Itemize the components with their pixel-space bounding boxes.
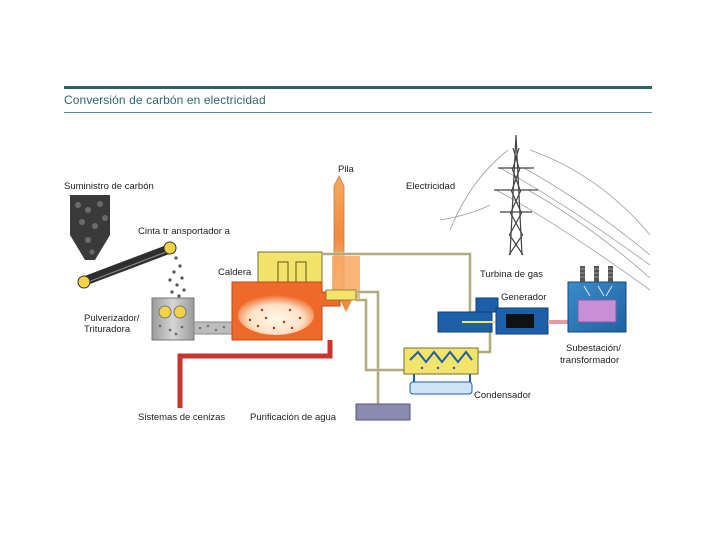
- label-pulverizer-line2: Trituradora: [84, 324, 131, 335]
- label-generator: Generador: [501, 292, 547, 303]
- transmission-tower: [494, 134, 538, 256]
- steam-drum: [257, 251, 323, 283]
- label-gas-turbine: Turbina de gas: [480, 269, 544, 280]
- label-condenser: Condensador: [474, 390, 532, 401]
- boiler: [231, 281, 341, 341]
- title-rule-bottom: [64, 112, 652, 113]
- label-stack: Pila: [338, 164, 354, 175]
- label-water-purification: Purificación de agua: [250, 412, 337, 423]
- label-pulverizer-line1: Pulverizador/: [84, 313, 140, 324]
- label-electricity: Electricidad: [406, 181, 456, 192]
- pulverizer: [151, 297, 233, 341]
- label-substation-line2: transformador: [560, 355, 620, 366]
- ash-pipe: [177, 340, 333, 408]
- label-boiler: Caldera: [218, 267, 252, 278]
- label-coal-supply: Suministro de carbón: [64, 181, 154, 192]
- diagram-title: Conversión de carbón en electricidad: [64, 93, 266, 107]
- label-substation-line1: Subestación/: [566, 343, 621, 354]
- condenser: [403, 347, 479, 395]
- conveyor-belt: [77, 241, 177, 289]
- falling-coal: [168, 256, 186, 298]
- label-ash-systems: Sistemas de cenizas: [138, 412, 226, 423]
- water-purification-tank: [355, 403, 411, 421]
- label-conveyor: Cinta tr ansportador a: [138, 226, 230, 237]
- chimney-stack: [325, 175, 360, 312]
- coal-hopper: [70, 195, 110, 260]
- substation-transformer: [567, 266, 627, 333]
- turbine-generator: [437, 297, 568, 335]
- title-rule-top: [64, 86, 652, 89]
